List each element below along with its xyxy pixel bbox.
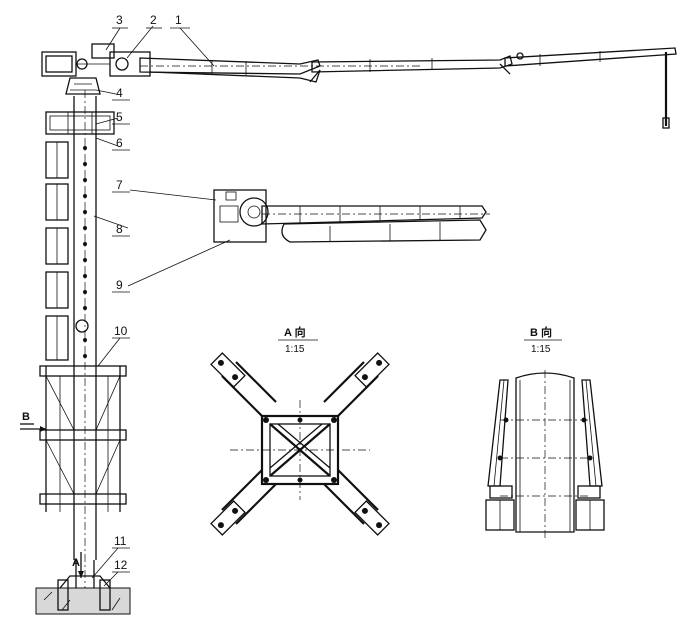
placing-boom-elevation bbox=[41, 43, 677, 129]
view-b-side-elevation bbox=[485, 370, 605, 540]
callout-6: 6 bbox=[116, 136, 123, 150]
callout-7: 7 bbox=[116, 178, 123, 192]
callout-numbers: 1 2 3 4 5 6 7 8 9 10 11 12 bbox=[114, 13, 182, 572]
callout-9: 9 bbox=[116, 278, 123, 292]
delivery-pipe-clamps bbox=[83, 146, 87, 358]
view-a-scale: 1:15 bbox=[285, 344, 305, 355]
callout-4: 4 bbox=[116, 86, 123, 100]
tower-base-foundation bbox=[35, 560, 131, 615]
callout-8: 8 bbox=[116, 222, 123, 236]
climbing-frames bbox=[39, 365, 127, 512]
section-mark-a: A bbox=[72, 557, 80, 569]
view-b-title: B 向 bbox=[530, 325, 552, 339]
section-arrow-a: A bbox=[72, 552, 84, 578]
section-arrow-b: B bbox=[20, 411, 46, 432]
callout-10: 10 bbox=[114, 324, 128, 338]
callout-12: 12 bbox=[114, 558, 128, 572]
view-a-title: A 向 bbox=[284, 325, 306, 339]
view-a-title-block: A 向 1:15 bbox=[278, 325, 318, 355]
view-a-base-plan bbox=[210, 352, 390, 536]
section-mark-b: B bbox=[22, 411, 30, 423]
callout-leaders bbox=[91, 25, 231, 587]
tower-elevation bbox=[35, 77, 131, 615]
callout-11: 11 bbox=[114, 534, 127, 548]
counterweight-blocks bbox=[45, 141, 69, 361]
callout-3: 3 bbox=[116, 13, 123, 27]
callout-5: 5 bbox=[116, 110, 123, 124]
view-b-title-block: B 向 1:15 bbox=[524, 325, 562, 355]
callout-2: 2 bbox=[150, 13, 157, 27]
callout-1: 1 bbox=[175, 13, 182, 27]
boom-plan-view bbox=[213, 189, 490, 243]
view-b-scale: 1:15 bbox=[531, 344, 551, 355]
